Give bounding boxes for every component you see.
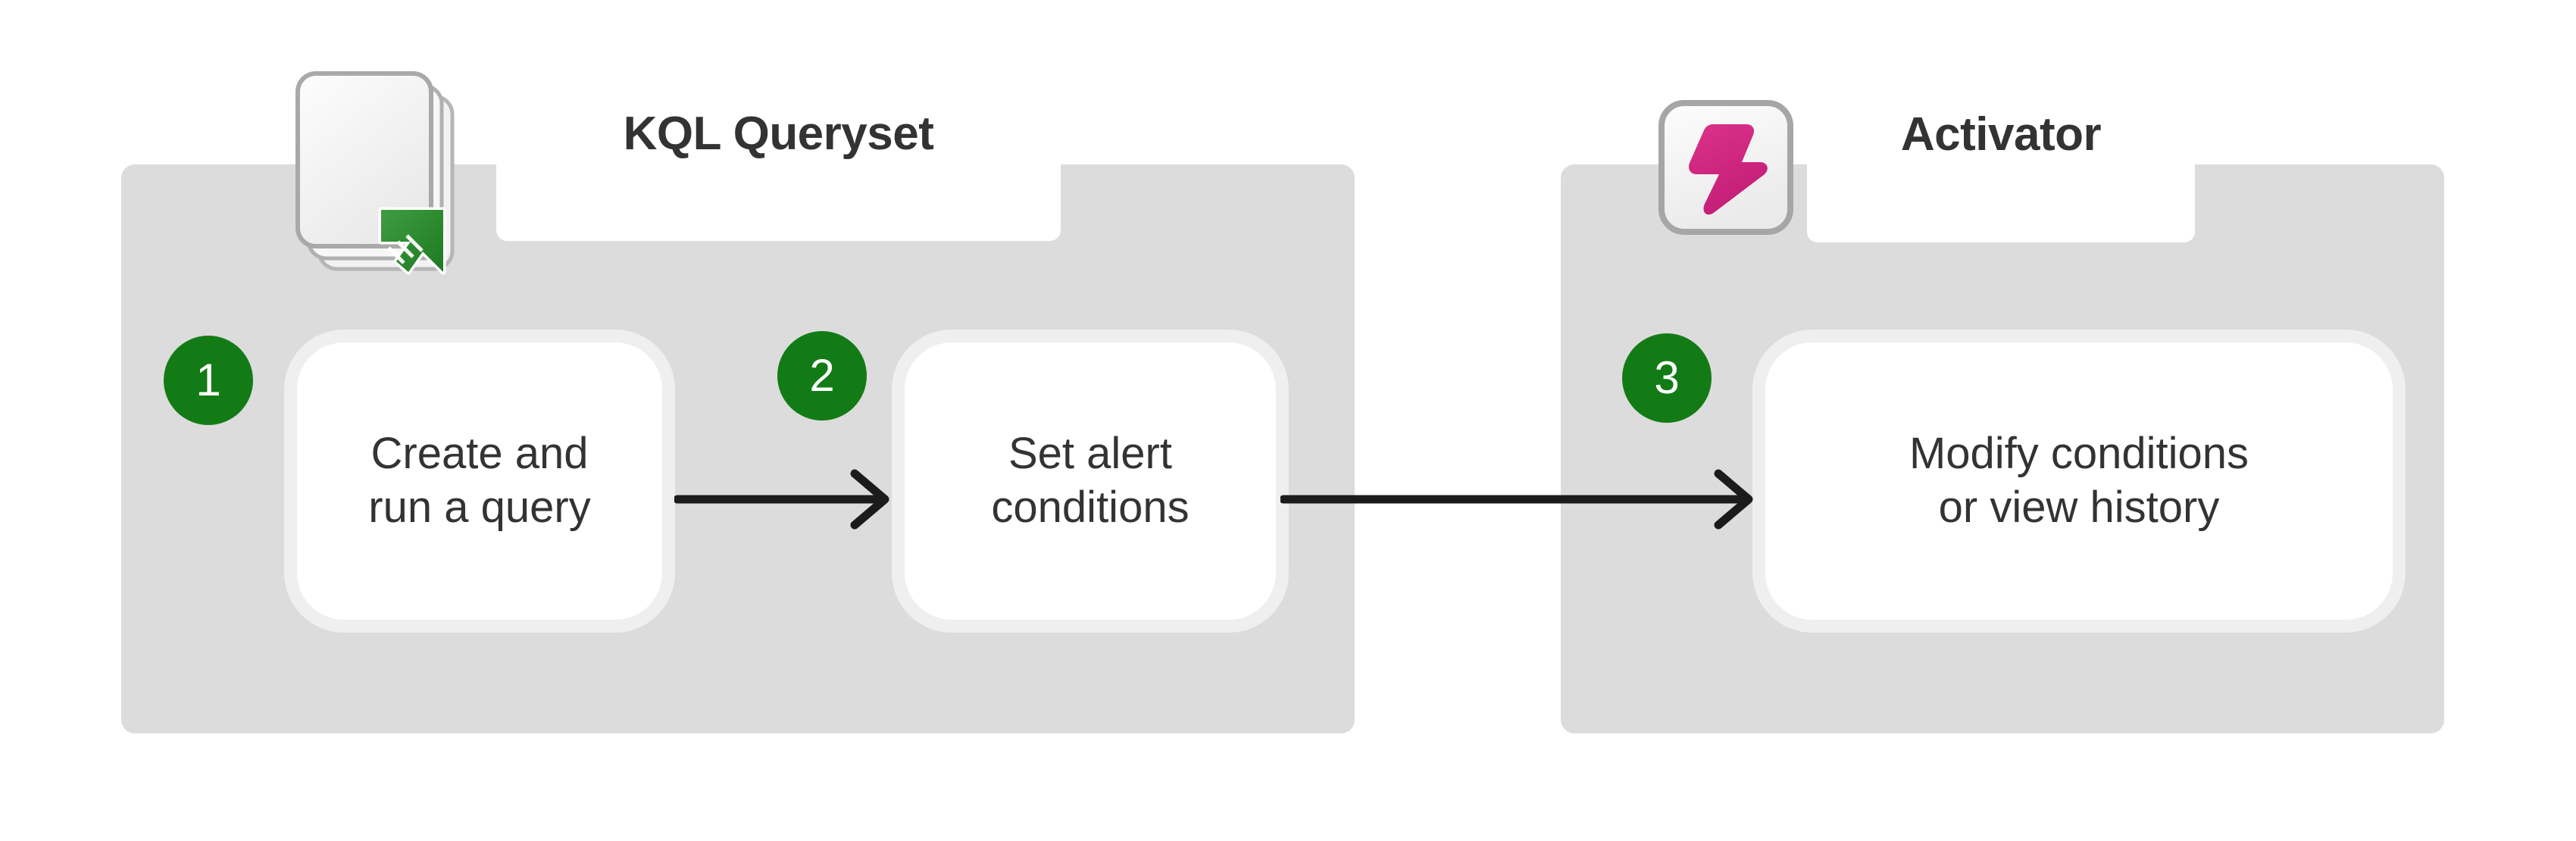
step-card-1-label: Create and run a query (368, 429, 591, 532)
kql-queryset-icon (292, 64, 466, 284)
step-card-2-label: Set alert conditions (991, 429, 1190, 532)
connector-arrow-step2-to-step3 (1280, 469, 1753, 530)
step-card-1[interactable]: Create and run a query (297, 342, 662, 620)
step-badge-1: 1 (164, 336, 253, 425)
step-card-3-label: Modify conditions or view history (1909, 429, 2249, 532)
step-card-2[interactable]: Set alert conditions (905, 342, 1276, 620)
activator-lightning-icon (1655, 97, 1796, 238)
group-title-band-kql-queryset: KQL Queryset (496, 0, 1061, 241)
step-card-3[interactable]: Modify conditions or view history (1765, 342, 2393, 620)
group-title-kql-queryset: KQL Queryset (623, 108, 934, 160)
connector-arrow-step1-to-step2 (674, 469, 889, 530)
group-title-activator: Activator (1900, 108, 2102, 161)
step-badge-3: 3 (1622, 333, 1712, 423)
group-title-band-activator: Activator (1807, 0, 2195, 242)
step-badge-2: 2 (777, 331, 867, 420)
